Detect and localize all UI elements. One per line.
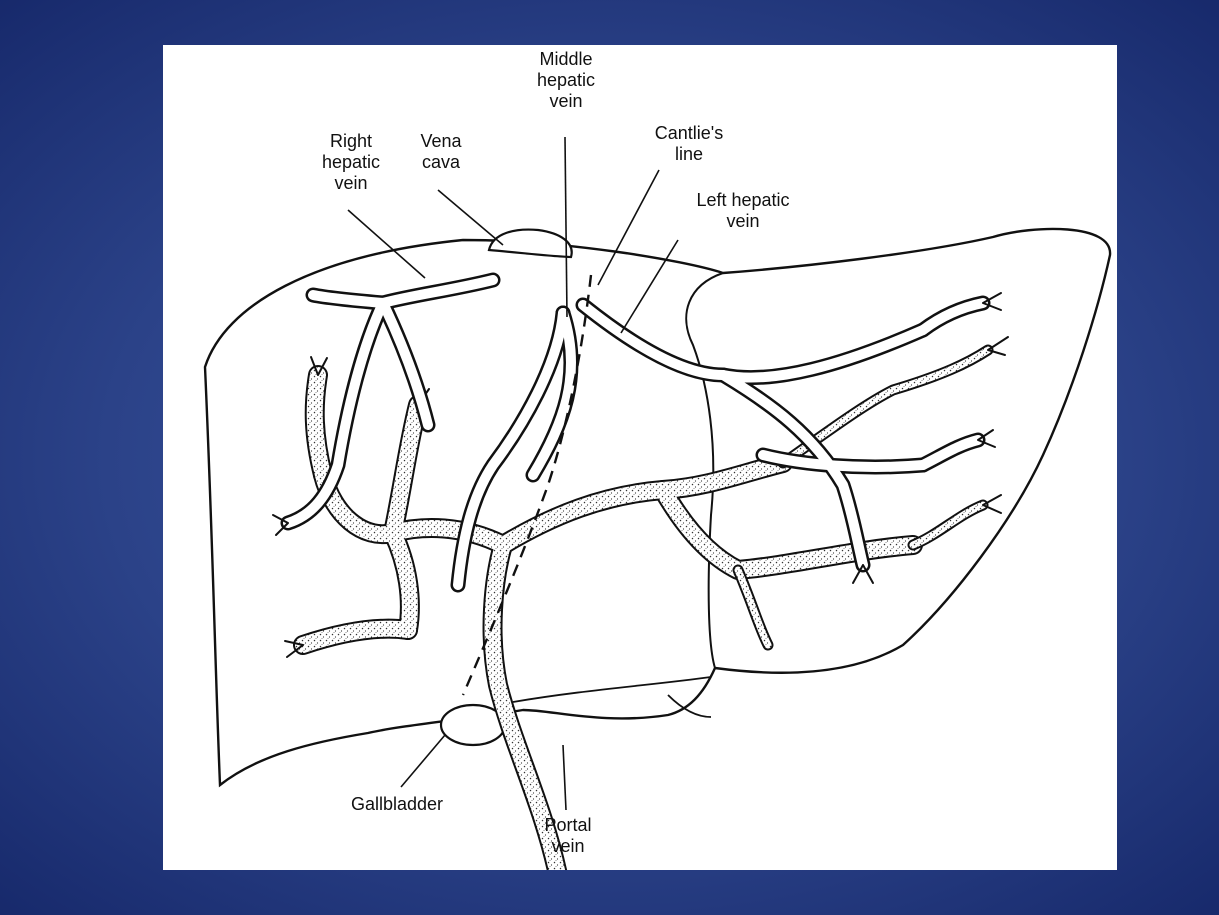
leader-cantlies-line: [598, 170, 659, 285]
falciform-boundary: [686, 273, 723, 668]
leader-middle-hepatic-vein: [565, 137, 567, 317]
leader-right-hepatic-vein: [348, 210, 425, 278]
label-left-hepatic-vein: Left hepatic vein: [668, 190, 818, 232]
label-cantlies-line: Cantlie's line: [641, 123, 737, 165]
label-portal-vein: Portal vein: [523, 815, 613, 857]
label-vena-cava: Vena cava: [406, 131, 476, 173]
label-right-hepatic-vein: Right hepatic vein: [303, 131, 399, 194]
label-gallbladder: Gallbladder: [327, 794, 467, 815]
leader-gallbladder: [401, 735, 445, 787]
diagram-panel: Middle hepatic vein Cantlie's line Right…: [163, 45, 1117, 870]
label-middle-hepatic-vein: Middle hepatic vein: [518, 49, 614, 112]
lobe-boundary-lower: [513, 677, 711, 702]
portal-vein-system: [285, 337, 1008, 870]
leader-vena-cava: [438, 190, 503, 245]
leader-portal-vein: [563, 745, 566, 810]
